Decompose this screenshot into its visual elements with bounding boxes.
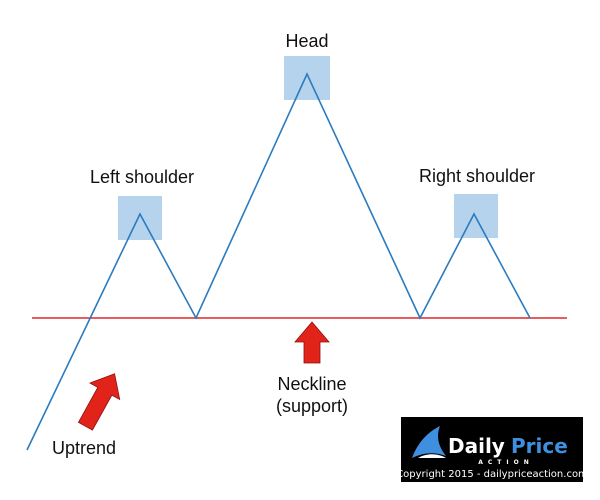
right-shoulder-label: Right shoulder xyxy=(419,166,535,186)
logo-action: ACTION xyxy=(478,459,534,466)
logo-price: Price xyxy=(511,434,568,458)
copyright-text: Copyright 2015 - dailypriceaction.com xyxy=(396,469,588,480)
uptrend-label: Uptrend xyxy=(52,438,116,458)
left-shoulder-highlight xyxy=(118,196,162,240)
logo-daily: Daily xyxy=(448,434,505,458)
daily-price-action-logo: Daily Price ACTION Copyright 2015 - dail… xyxy=(396,417,588,482)
logo-swoosh-icon xyxy=(412,426,446,458)
price-line xyxy=(26,72,531,451)
left-shoulder-label: Left shoulder xyxy=(90,167,194,187)
neckline-label: Neckline xyxy=(277,374,346,394)
right-shoulder-highlight xyxy=(454,194,498,238)
head-highlight xyxy=(284,56,330,100)
support-label: (support) xyxy=(276,396,348,416)
neckline-arrow-icon xyxy=(294,321,330,364)
head-label: Head xyxy=(285,31,328,51)
uptrend-arrow-icon xyxy=(77,373,121,431)
